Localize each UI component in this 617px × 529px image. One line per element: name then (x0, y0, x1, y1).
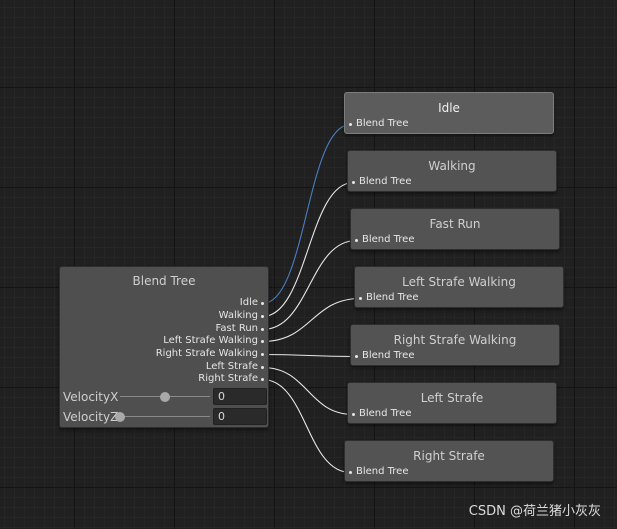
port-dot-icon (261, 353, 264, 356)
motion-node-left-strafe[interactable]: Left Strafe Blend Tree (347, 382, 557, 424)
motion-node-walking[interactable]: Walking Blend Tree (347, 150, 557, 192)
motion-node-fast-run[interactable]: Fast Run Blend Tree (350, 208, 560, 250)
input-label: Blend Tree (366, 292, 419, 303)
node-title: Idle (438, 101, 460, 115)
node-title: Right Strafe Walking (393, 333, 517, 347)
output-port-left-strafe[interactable]: Left Strafe (205, 361, 264, 373)
input-port[interactable]: Blend Tree (352, 176, 412, 188)
input-label: Blend Tree (362, 350, 415, 361)
output-port-walking[interactable]: Walking (218, 310, 264, 322)
output-port-idle[interactable]: Idle (239, 297, 264, 309)
port-dot-icon (261, 302, 264, 305)
port-dot-icon (349, 123, 352, 126)
node-title: Right Strafe (413, 449, 485, 463)
slider-track[interactable] (120, 416, 210, 417)
wire-6 (262, 378, 351, 474)
port-dot-icon (261, 340, 264, 343)
param-velocity-x: VelocityX 0 (63, 388, 268, 406)
output-port-right-strafe-walking[interactable]: Right Strafe Walking (155, 348, 264, 360)
motion-node-right-strafe-walking[interactable]: Right Strafe Walking Blend Tree (350, 324, 560, 366)
port-dot-icon (261, 366, 264, 369)
param-label: VelocityZ (63, 410, 119, 424)
input-label: Blend Tree (356, 118, 409, 129)
motion-node-idle[interactable]: Idle Blend Tree (344, 92, 554, 134)
param-value-field[interactable]: 0 (213, 388, 267, 405)
watermark: CSDN @荷兰猪小灰灰 (468, 504, 601, 519)
slider-knob[interactable] (115, 412, 125, 422)
input-port[interactable]: Blend Tree (359, 292, 419, 304)
output-port-right-strafe[interactable]: Right Strafe (198, 373, 264, 385)
input-label: Blend Tree (359, 408, 412, 419)
output-port-left-strafe-walking[interactable]: Left Strafe Walking (163, 335, 264, 347)
output-label: Left Strafe (205, 361, 258, 372)
node-title: Left Strafe (420, 391, 484, 405)
input-port[interactable]: Blend Tree (352, 408, 412, 420)
input-label: Blend Tree (359, 176, 412, 187)
input-port[interactable]: Blend Tree (355, 234, 415, 246)
param-label: VelocityX (63, 390, 119, 404)
port-dot-icon (352, 181, 355, 184)
output-label: Right Strafe (198, 373, 258, 384)
output-label: Right Strafe Walking (155, 348, 258, 359)
blend-tree-node[interactable]: Blend Tree Idle Walking Fast Run Left St… (59, 266, 269, 428)
input-label: Blend Tree (356, 466, 409, 477)
blend-tree-title: Blend Tree (132, 274, 196, 288)
output-label: Idle (239, 297, 258, 308)
port-dot-icon (261, 378, 264, 381)
param-value-field[interactable]: 0 (213, 408, 267, 425)
wire-4 (262, 353, 357, 358)
port-dot-icon (261, 315, 264, 318)
wire-5 (262, 366, 354, 416)
wire-2 (262, 239, 357, 331)
slider-knob[interactable] (160, 392, 170, 402)
port-dot-icon (355, 355, 358, 358)
output-label: Walking (218, 310, 258, 321)
wire-3 (262, 297, 361, 343)
input-port[interactable]: Blend Tree (355, 350, 415, 362)
port-dot-icon (349, 471, 352, 474)
wire-0 (262, 123, 351, 305)
input-port[interactable]: Blend Tree (349, 466, 409, 478)
node-title: Walking (428, 159, 476, 173)
output-label: Left Strafe Walking (163, 335, 258, 346)
port-dot-icon (359, 297, 362, 300)
port-dot-icon (352, 413, 355, 416)
node-title: Fast Run (429, 217, 481, 231)
port-dot-icon (261, 328, 264, 331)
wire-1 (262, 181, 354, 318)
motion-node-right-strafe[interactable]: Right Strafe Blend Tree (344, 440, 554, 482)
input-port[interactable]: Blend Tree (349, 118, 409, 130)
node-title: Left Strafe Walking (402, 275, 516, 289)
output-label: Fast Run (215, 323, 258, 334)
output-port-fast-run[interactable]: Fast Run (215, 323, 264, 335)
input-label: Blend Tree (362, 234, 415, 245)
motion-node-left-strafe-walking[interactable]: Left Strafe Walking Blend Tree (354, 266, 564, 308)
port-dot-icon (355, 239, 358, 242)
param-velocity-z: VelocityZ 0 (63, 408, 268, 426)
